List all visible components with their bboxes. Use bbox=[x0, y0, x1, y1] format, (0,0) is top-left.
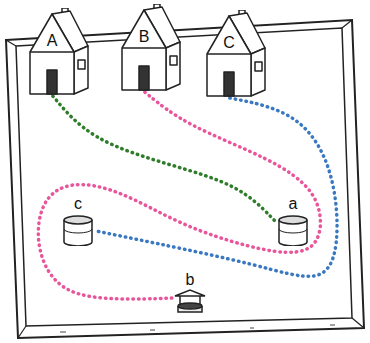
house-drawing bbox=[28, 8, 90, 96]
dotted-path bbox=[53, 96, 275, 221]
house-letter: B bbox=[139, 28, 150, 46]
house: A bbox=[28, 8, 90, 96]
house: B bbox=[120, 4, 182, 92]
house-drawing bbox=[205, 10, 267, 98]
well-letter: c bbox=[74, 195, 82, 213]
dotted-path bbox=[38, 92, 320, 299]
well: c bbox=[60, 196, 96, 246]
well-letter: b bbox=[186, 271, 195, 289]
dotted-path bbox=[96, 98, 337, 276]
well: b bbox=[172, 272, 208, 314]
house: C bbox=[205, 10, 267, 98]
house-letter: A bbox=[47, 32, 58, 50]
well-letter: a bbox=[289, 195, 298, 213]
well: a bbox=[275, 196, 311, 246]
house-letter: C bbox=[223, 34, 235, 52]
house-drawing bbox=[120, 4, 182, 92]
